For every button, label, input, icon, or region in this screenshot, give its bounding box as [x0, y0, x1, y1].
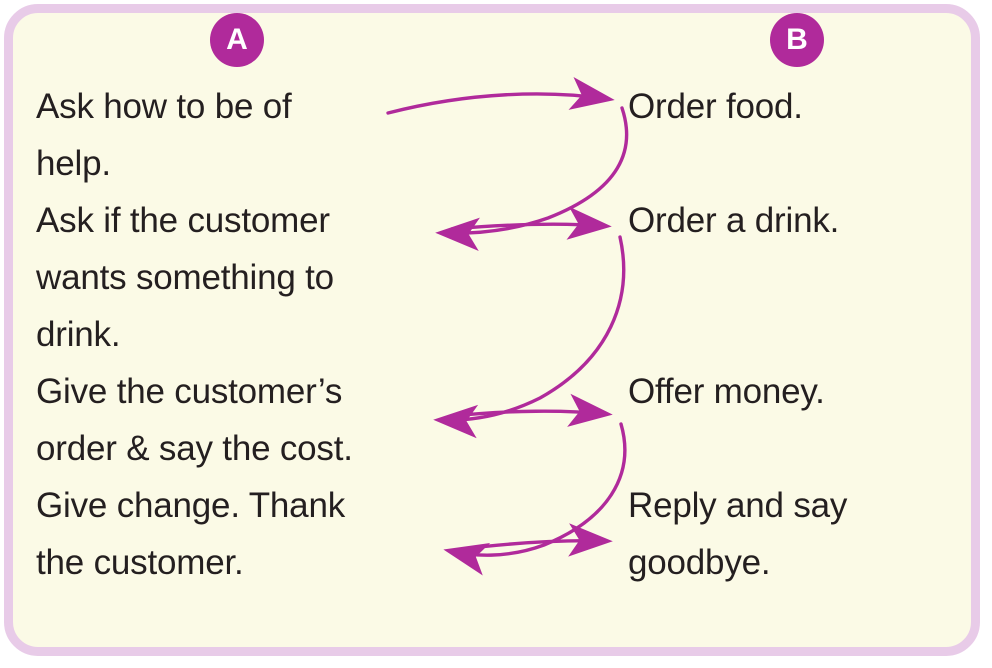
- column-badge-a: A: [210, 13, 264, 67]
- column-b: Order food. Order a drink. Offer money. …: [628, 78, 847, 591]
- list-item[interactable]: Ask if the customer: [36, 201, 330, 240]
- list-item[interactable]: order & say the cost.: [36, 429, 353, 468]
- spacer: [628, 135, 847, 192]
- list-item[interactable]: Order a drink.: [628, 201, 840, 240]
- list-item[interactable]: Give the customer’s: [36, 372, 343, 411]
- list-item[interactable]: Offer money.: [628, 372, 825, 411]
- list-item[interactable]: the customer.: [36, 543, 244, 582]
- list-item[interactable]: Give change. Thank: [36, 486, 346, 525]
- spacer: [628, 306, 847, 363]
- list-item[interactable]: help.: [36, 144, 111, 183]
- spacer: [628, 249, 847, 306]
- spacer: [628, 420, 847, 477]
- list-item[interactable]: goodbye.: [628, 543, 771, 582]
- list-item[interactable]: Ask how to be of: [36, 87, 292, 126]
- list-item[interactable]: Order food.: [628, 87, 803, 126]
- list-item[interactable]: drink.: [36, 315, 121, 354]
- list-item[interactable]: Reply and say: [628, 486, 848, 525]
- list-item[interactable]: wants something to: [36, 258, 334, 297]
- column-a: Ask how to be of help. Ask if the custom…: [36, 78, 353, 591]
- column-badge-b: B: [770, 13, 824, 67]
